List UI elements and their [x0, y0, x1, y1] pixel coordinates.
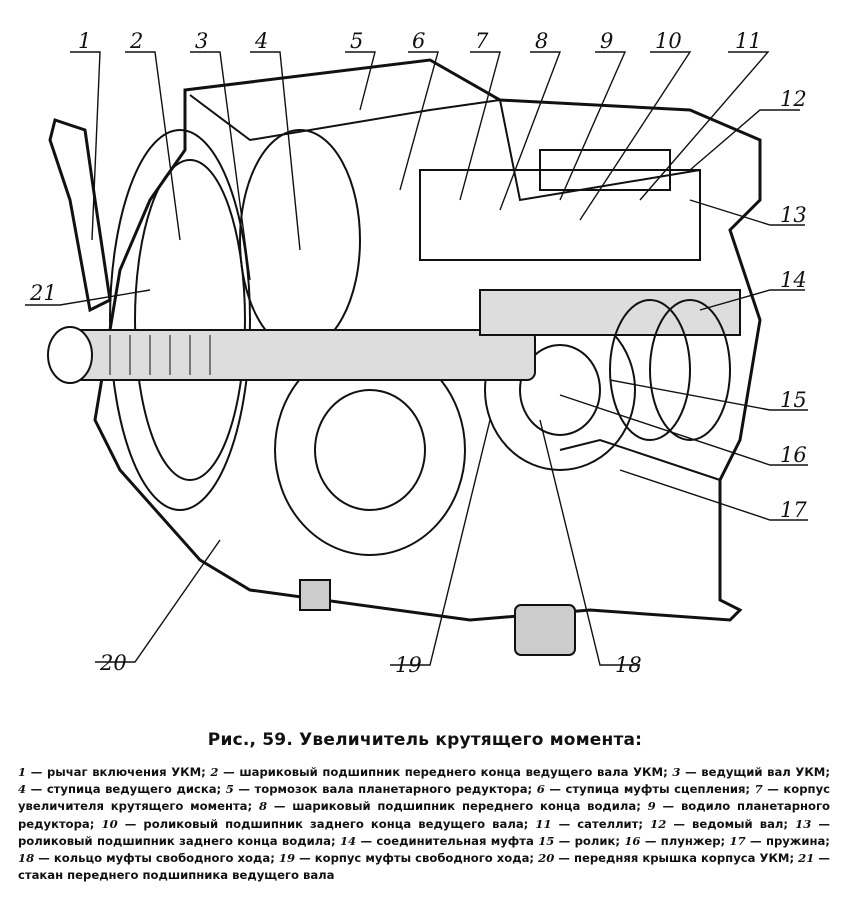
legend-item: 4 — ступица ведущего диска; — [18, 782, 222, 797]
callout-8: 8 — [535, 29, 548, 53]
legend-item: 18 — кольцо муфты свободного хода; — [18, 851, 275, 866]
callout-19: 19 — [395, 653, 422, 677]
legend-item: 6 — ступица муфты сцепления; — [536, 782, 751, 797]
callout-5: 5 — [350, 29, 363, 53]
legend-item: 12 — ведомый вал; — [650, 816, 789, 831]
shift-lever — [48, 118, 112, 313]
callout-14: 14 — [780, 268, 807, 292]
legend-item: 17 — пружина; — [729, 833, 830, 848]
callout-18: 18 — [615, 653, 642, 677]
legend-item: 20 — передняя крышка корпуса УКМ; — [538, 851, 795, 866]
callout-20: 20 — [99, 651, 127, 675]
callout-15: 15 — [780, 388, 807, 412]
legend-item: 15 — ролик; — [538, 833, 620, 848]
legend-item: 16 — плунжер; — [624, 833, 726, 848]
legend-item: 21 — стакан переднего подшипника ведущег… — [18, 851, 830, 883]
callout-9: 9 — [600, 29, 613, 53]
callout-6: 6 — [412, 29, 425, 53]
legend-item: 10 — роликовый подшипник заднего конца в… — [101, 816, 529, 831]
legend-item: 19 — корпус муфты свободного хода; — [278, 851, 535, 866]
drive-shaft — [47, 289, 741, 384]
legend-item: 9 — водило планетарного редуктора; — [18, 799, 831, 831]
callout-3: 3 — [195, 29, 208, 53]
legend-item: 1 — рычаг включения УКМ; — [18, 765, 206, 779]
callout-10: 10 — [655, 29, 682, 53]
legend-item: 3 — ведущий вал УКМ; — [672, 765, 830, 779]
gearbox-cutaway-drawing: 1 2 3 4 5 6 7 8 9 10 11 12 13 14 15 16 1… — [25, 29, 808, 677]
legend-item: 2 — шариковый подшипник переднего конца … — [210, 765, 668, 779]
figure-legend: 1 — рычаг включения УКМ; 2 — шариковый п… — [18, 764, 830, 884]
callout-1: 1 — [78, 29, 91, 53]
leader-lines — [25, 51, 808, 666]
callout-7: 7 — [475, 29, 489, 53]
legend-item: 11 — сателлит; — [535, 816, 644, 831]
callout-11: 11 — [735, 29, 762, 53]
callout-numbers: 1 2 3 4 5 6 7 8 9 10 11 12 13 14 15 16 1… — [29, 29, 807, 677]
oil-plug — [299, 579, 576, 656]
flywheel-disc — [109, 129, 361, 511]
callout-2: 2 — [129, 29, 143, 53]
legend-item: 8 — шариковый подшипник переднего конца … — [258, 799, 641, 814]
callout-16: 16 — [780, 443, 807, 467]
callout-13: 13 — [780, 203, 807, 227]
legend-item: 5 — тормозок вала планетарного редуктора… — [225, 782, 533, 797]
figure-caption-title: Рис., 59. Увеличитель крутящего момента: — [207, 730, 643, 750]
callout-4: 4 — [254, 29, 268, 53]
legend-item: 13 — роликовый подшипник заднего конца в… — [18, 816, 830, 848]
legend-item: 7 — корпус увеличителя крутящего момента… — [18, 782, 830, 814]
callout-12: 12 — [780, 87, 807, 111]
callout-17: 17 — [780, 498, 807, 522]
legend-item: 14 — соединительная муфта — [339, 833, 534, 848]
planetary-gears — [419, 149, 731, 441]
callout-21: 21 — [29, 281, 57, 305]
